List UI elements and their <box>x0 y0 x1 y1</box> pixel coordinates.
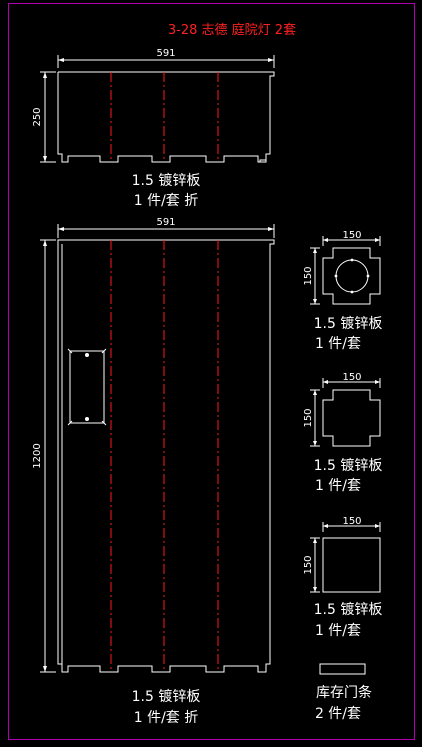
sq3-label-material: 1.5 镀锌板 <box>314 601 383 618</box>
sq2-height-arrow-bottom <box>313 441 317 446</box>
sq3-height-arrow-top <box>313 538 317 543</box>
sq3-height-arrow-bottom <box>313 587 317 592</box>
main-width-arrow-right <box>268 227 274 231</box>
door-corner-mark-tr <box>101 348 107 354</box>
sq3-height-dim-text: 150 <box>303 555 314 574</box>
door-strip-label-name: 库存门条 <box>316 684 372 701</box>
top-panel: 591 250 1.5 镀锌板 1 件/套 折 <box>32 48 275 209</box>
main-width-dim-text: 591 <box>156 217 175 228</box>
main-height-arrow-top <box>43 240 47 246</box>
sq3-label-quantity: 1 件/套 <box>315 623 361 639</box>
sq2-label-quantity: 1 件/套 <box>315 478 361 494</box>
sq1-height-dim-text: 150 <box>303 266 314 285</box>
top-panel-outline-right <box>58 71 275 163</box>
drawing-title: 3-28 志德 庭院灯 2套 <box>168 22 296 38</box>
main-panel-label-material: 1.5 镀锌板 <box>132 688 201 705</box>
door-strip-label-quantity: 2 件/套 <box>315 706 361 722</box>
sq3-width-arrow-right <box>375 524 380 528</box>
main-width-arrow-left <box>58 227 64 231</box>
main-panel: 591 1200 1.5 镀锌板 1 件/套 折 <box>32 217 275 726</box>
sq1-hole-mark-top <box>350 258 354 262</box>
door-corner-mark-bl <box>67 420 73 426</box>
door-screw-hole-top <box>85 353 89 357</box>
door-corner-mark-br <box>101 420 107 426</box>
sq2-height-arrow-top <box>313 390 317 395</box>
top-panel-outline <box>57 72 275 163</box>
top-panel-label-material: 1.5 镀锌板 <box>132 172 201 189</box>
sq1-hole-mark-right <box>366 274 370 278</box>
sq2-label-material: 1.5 镀锌板 <box>314 457 383 474</box>
sq2-height-dim-text: 150 <box>303 408 314 427</box>
sq1-width-arrow-right <box>375 238 380 242</box>
sq1-center-hole <box>335 259 369 293</box>
top-width-dim-text: 591 <box>156 48 175 59</box>
main-height-arrow-bottom <box>43 666 47 672</box>
main-height-dim-text: 1200 <box>32 443 43 468</box>
sq1-label-material: 1.5 镀锌板 <box>314 315 383 332</box>
sq3-width-arrow-left <box>323 524 328 528</box>
top-width-arrow-left <box>58 58 64 62</box>
main-panel-outline <box>57 239 275 673</box>
sq1-height-arrow-bottom <box>313 299 317 304</box>
door-screw-hole-bottom <box>85 417 89 421</box>
sq1-hole-mark-left <box>334 274 338 278</box>
sq2-width-dim-text: 150 <box>342 372 361 383</box>
top-height-dim-text: 250 <box>32 107 43 126</box>
sq1-outline <box>322 247 381 305</box>
door-strip-outline <box>319 663 366 675</box>
sq2-outline <box>322 389 381 447</box>
main-panel-label-quantity: 1 件/套 折 <box>134 710 199 726</box>
top-height-arrow-top <box>43 72 47 78</box>
sq1-label-quantity: 1 件/套 <box>315 336 361 352</box>
door-corner-mark-tl <box>67 348 73 354</box>
door-strip: 库存门条 2 件/套 <box>315 663 372 722</box>
top-panel-label-quantity: 1 件/套 折 <box>134 193 199 209</box>
square-part-1: 150 150 1.5 镀锌板 1 件/套 <box>303 230 382 352</box>
sq2-width-arrow-right <box>375 380 380 384</box>
sq3-width-dim-text: 150 <box>342 516 361 527</box>
sq2-width-arrow-left <box>323 380 328 384</box>
sq3-outline <box>322 537 381 593</box>
square-part-2: 150 150 1.5 镀锌板 1 件/套 <box>303 372 382 494</box>
sq1-width-dim-text: 150 <box>342 230 361 241</box>
top-height-arrow-bottom <box>43 156 47 162</box>
top-width-arrow-right <box>268 58 274 62</box>
sq1-width-arrow-left <box>323 238 328 242</box>
square-part-3: 150 150 1.5 镀锌板 1 件/套 <box>303 516 382 639</box>
sq1-hole-mark-bottom <box>350 290 354 294</box>
access-door-cutout <box>69 350 105 424</box>
sq1-height-arrow-top <box>313 248 317 253</box>
